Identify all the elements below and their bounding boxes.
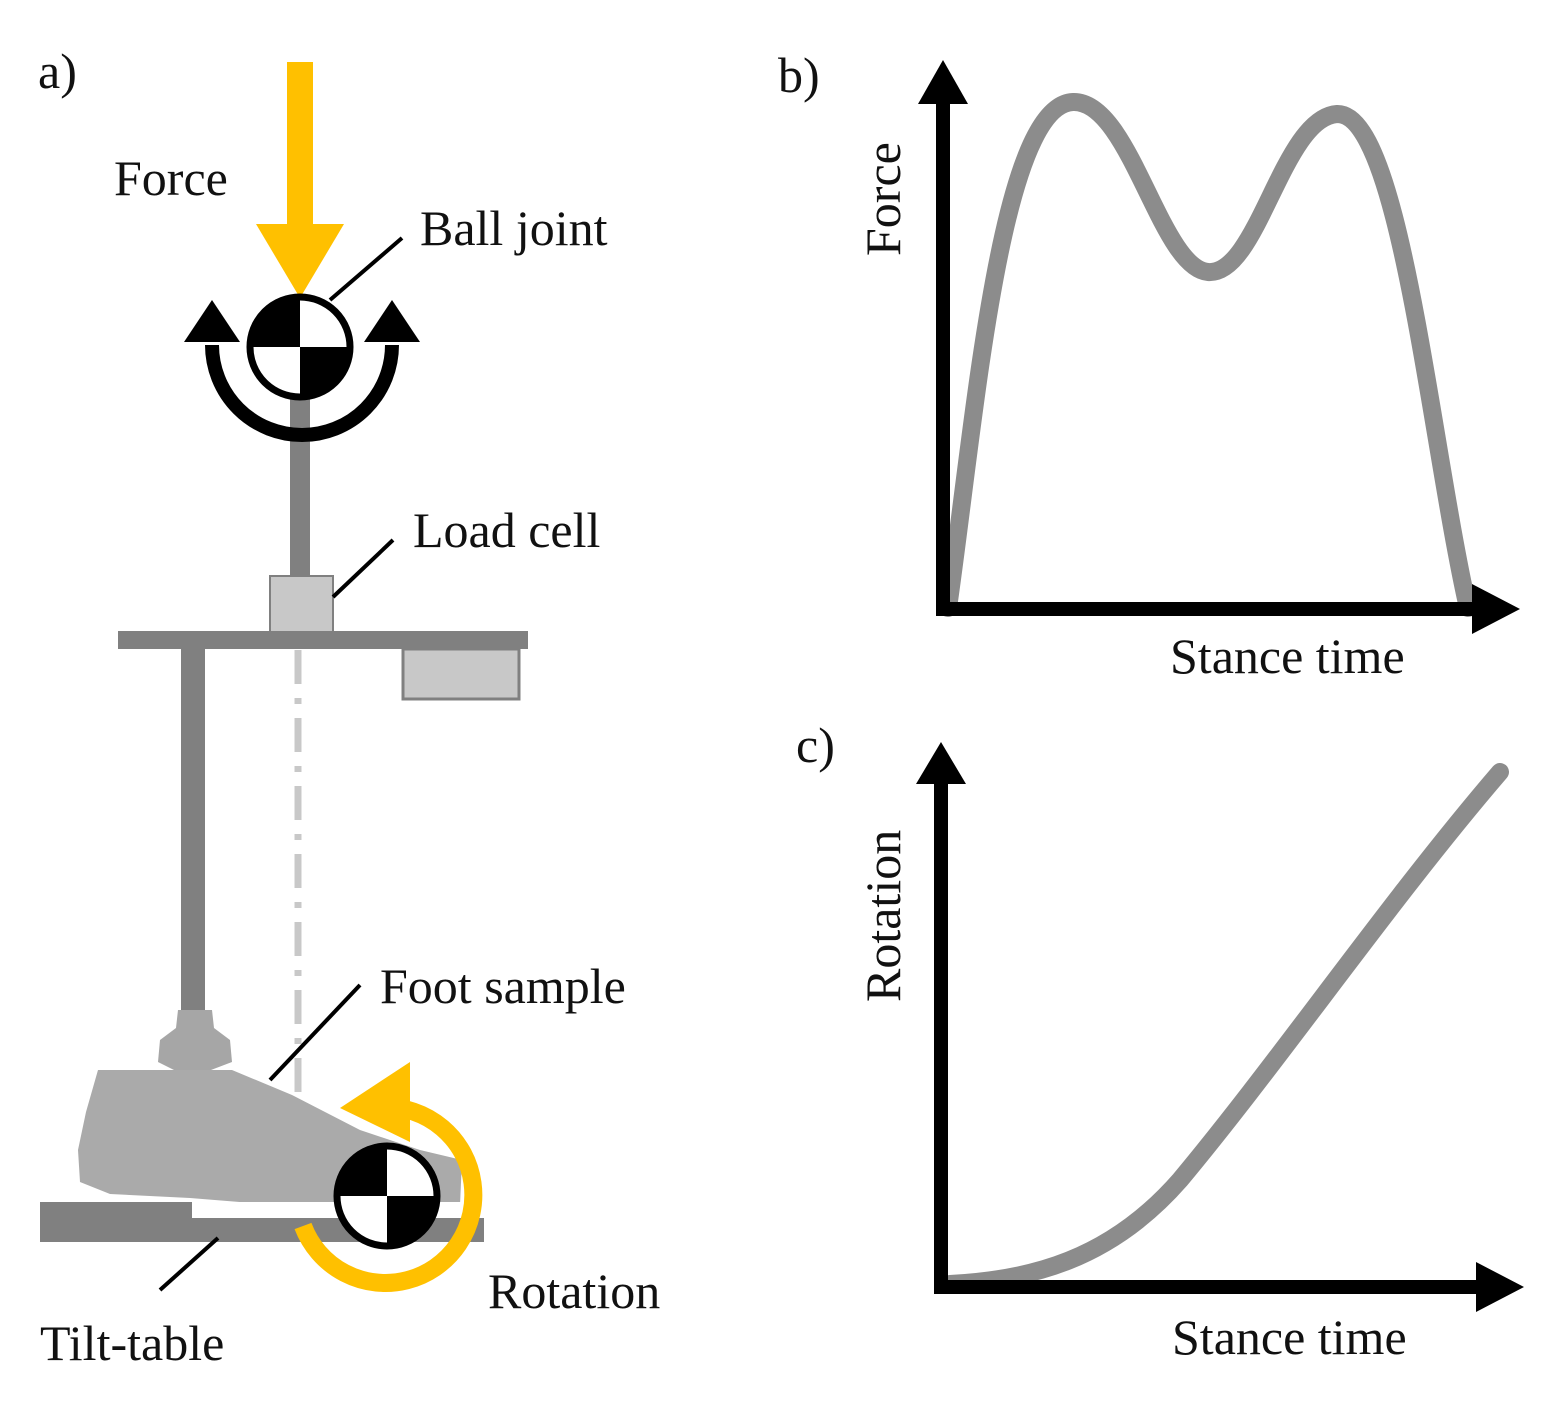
foot-sample-label: Foot sample: [380, 958, 626, 1014]
rotation-curve: [941, 763, 1509, 1293]
load-cell-label: Load cell: [413, 502, 600, 558]
panel-c-label: c): [796, 717, 835, 773]
rotation-arrow-icon: [294, 1062, 483, 1292]
tilt-axis-center-of-mass-icon: [333, 1142, 441, 1250]
rotation-label: Rotation: [488, 1263, 660, 1319]
panel-c-x-axis: [934, 1280, 1476, 1294]
ball-joint-label: Ball joint: [420, 200, 608, 256]
panel-c-x-label: Stance time: [1172, 1309, 1407, 1365]
panel-b-y-axis: [936, 98, 950, 616]
load-cell-leader: [331, 538, 395, 599]
counterweight-block: [401, 647, 521, 701]
foot-sample-leader: [268, 983, 362, 1082]
panel-c-y-axis: [934, 778, 948, 1294]
ball-joint-rotation-arrow-icon: [184, 300, 420, 442]
panel-b-axes: [918, 60, 1520, 634]
force-label: Force: [114, 150, 228, 206]
panel-b-x-label: Stance time: [1170, 628, 1405, 684]
panel-c-axes: [916, 742, 1524, 1312]
force-curve: [939, 92, 1477, 617]
tilt-table-label: Tilt-table: [40, 1315, 224, 1371]
ball-joint-center-of-mass-icon: [246, 293, 354, 401]
panel-a-label: a): [38, 43, 77, 99]
panel-b-x-axis: [936, 602, 1478, 616]
panel-c: c) Rotation Stance time: [796, 717, 1524, 1365]
panel-b-y-label: Force: [855, 142, 911, 256]
panel-a: a) Force Ball joint Load cell: [38, 43, 660, 1371]
panel-c-y-label: Rotation: [855, 830, 911, 1002]
upper-rod: [290, 380, 310, 575]
pylon: [181, 649, 205, 1014]
panel-b: b) Force Stance time: [778, 47, 1520, 684]
panel-b-label: b): [778, 47, 820, 103]
force-arrow-icon: [256, 62, 344, 298]
platform-bar: [118, 631, 528, 649]
load-cell: [269, 575, 334, 633]
tilt-table-leader: [158, 1236, 220, 1292]
ball-joint-leader: [328, 236, 404, 302]
